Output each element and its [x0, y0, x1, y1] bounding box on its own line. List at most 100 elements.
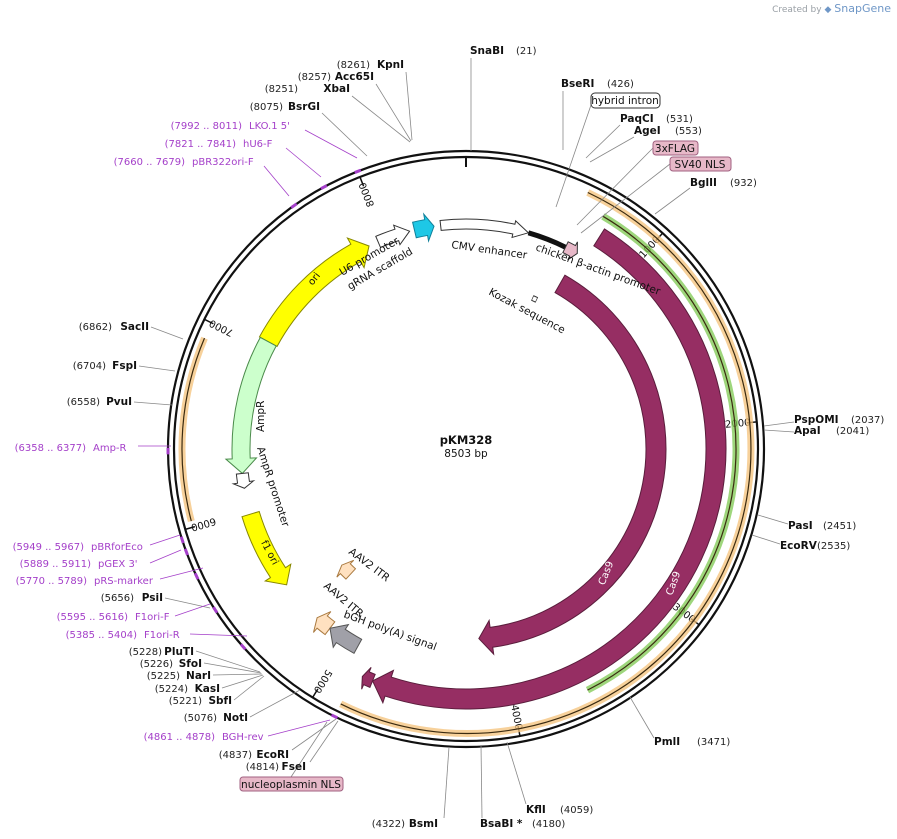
site-name-0: SnaBI — [470, 45, 504, 57]
leader-line — [763, 421, 795, 427]
site-name-12: BsmI — [409, 818, 438, 830]
leader-line — [443, 746, 450, 819]
tick-label-8000: 8000 — [358, 181, 377, 209]
site-pos-10: (4059) — [560, 805, 593, 816]
u6-promoter-arrow — [375, 224, 411, 249]
cmv-enhancer-arrow-shape — [439, 218, 530, 239]
site-name-20: PluTI — [164, 646, 194, 658]
cmv-enhancer-arrow — [439, 218, 530, 239]
site-pos-28: (8261) — [337, 60, 370, 71]
left-orf-band — [178, 336, 208, 522]
leader-line — [375, 83, 412, 142]
site-pos-4: (932) — [730, 178, 757, 189]
leader-line — [189, 633, 248, 637]
site-pos-21: (5656) — [101, 593, 134, 604]
leader-line — [321, 112, 368, 157]
left-orf-band-line — [181, 337, 206, 522]
grna-scaffold-arrow — [411, 212, 435, 243]
site-name-4: BglII — [690, 177, 717, 189]
boxed-feature-labels: hybrid intron 3xFLAG SV40 NLS nucleoplas… — [239, 92, 732, 792]
site-pos-17: (5224) — [155, 684, 188, 695]
flag-marker — [562, 241, 578, 261]
tick-7000 — [204, 318, 214, 325]
ampr-label: AmpR — [255, 401, 267, 432]
site-name-24: SacII — [120, 321, 149, 333]
primer-marks — [166, 168, 362, 720]
primer-range-0: (7992 .. 8011) — [171, 121, 243, 132]
aav-itr-1-shape-shape — [336, 559, 357, 580]
leader-line — [589, 136, 635, 163]
tick-6000 — [185, 525, 196, 531]
primer-name-0: LKO.1 5' — [249, 121, 290, 132]
site-name-9: PmlI — [654, 736, 680, 748]
primer-mark — [290, 202, 298, 209]
site-name-6: ApaI — [794, 425, 821, 437]
leader-line — [291, 718, 337, 751]
leader-line — [174, 603, 211, 617]
primer-range-2: (7660 .. 7679) — [114, 157, 186, 168]
primer-range-1: (7821 .. 7841) — [165, 139, 237, 150]
nucleoplasmin-nls-label: nucleoplasmin NLS — [241, 779, 341, 791]
leader-line — [763, 429, 795, 433]
kozak-marker-inner — [532, 296, 538, 302]
cas9-outer-arrow-shape — [371, 228, 727, 710]
site-name-25: BsrGI — [288, 101, 320, 113]
leader-line — [149, 549, 182, 564]
site-pos-12: (4322) — [372, 819, 405, 830]
ampr-arrow-shape — [224, 336, 277, 475]
leader-line — [576, 147, 654, 226]
site-pos-2: (531) — [666, 114, 693, 125]
leader-line — [195, 650, 261, 673]
tick-8000 — [359, 176, 365, 187]
site-pos-5: (2037) — [851, 415, 884, 426]
green-band-line — [587, 215, 737, 691]
site-name-22: PvuI — [106, 396, 132, 408]
outer-orf-band-line — [340, 191, 752, 735]
hybrid-intron-box — [590, 92, 661, 109]
primer-range-6: (5770 .. 5789) — [16, 576, 88, 587]
site-name-8: EcoRV — [780, 540, 818, 552]
leader-line — [629, 696, 655, 739]
leader-line — [150, 326, 184, 340]
primer-range-9: (4861 .. 4878) — [144, 732, 216, 743]
site-name-15: NotI — [223, 712, 248, 724]
flag-marker-shape — [562, 241, 578, 261]
leader-line — [757, 514, 789, 525]
primer-mark — [183, 548, 189, 556]
leader-line — [138, 365, 176, 372]
ampr-arrow — [224, 336, 277, 475]
site-pos-19: (5226) — [140, 659, 173, 670]
tick-label-5000: 5000 — [311, 667, 334, 694]
primer-name-5: pGEX 3' — [98, 559, 138, 570]
leader-line — [267, 719, 331, 737]
site-pos-22: (6558) — [67, 397, 100, 408]
snapgene-credit: Created by ◆ SnapGene — [772, 2, 891, 15]
bgh-polya-shape — [329, 623, 363, 655]
tick-label-4000: 4000 — [508, 704, 524, 731]
outer-orf-band — [339, 189, 755, 737]
site-name-28: KpnI — [377, 59, 404, 71]
ori-arrow — [258, 237, 370, 348]
primer-range-7: (5595 .. 5616) — [57, 612, 129, 623]
site-pos-1: (426) — [607, 79, 634, 90]
nucleoplasmin-nls-box — [239, 776, 344, 792]
f1-ori-arrow-shape — [241, 510, 292, 586]
site-name-27: Acc65I — [335, 71, 374, 83]
site-pos-7: (2451) — [823, 521, 856, 532]
site-name-1: BseRI — [561, 78, 594, 90]
kozak-label: Kozak sequence — [487, 286, 567, 336]
leader-line — [285, 147, 322, 178]
tick-label-7000: 7000 — [208, 317, 236, 338]
primer-name-4: pBRforEco — [91, 542, 143, 553]
leader-line — [133, 401, 173, 406]
ampr-promoter-arrow-shape — [231, 472, 256, 489]
aav-itr-2-shape — [312, 611, 336, 636]
nls-small-arrow — [361, 667, 376, 690]
site-pos-27: (8257) — [298, 72, 331, 83]
green-band — [585, 213, 740, 694]
leader-line — [159, 567, 204, 580]
cas9-inner-arrow-shape — [478, 274, 667, 656]
leader-line — [249, 689, 301, 718]
site-pos-24: (6862) — [79, 322, 112, 333]
site-name-26: XbaI — [323, 83, 350, 95]
